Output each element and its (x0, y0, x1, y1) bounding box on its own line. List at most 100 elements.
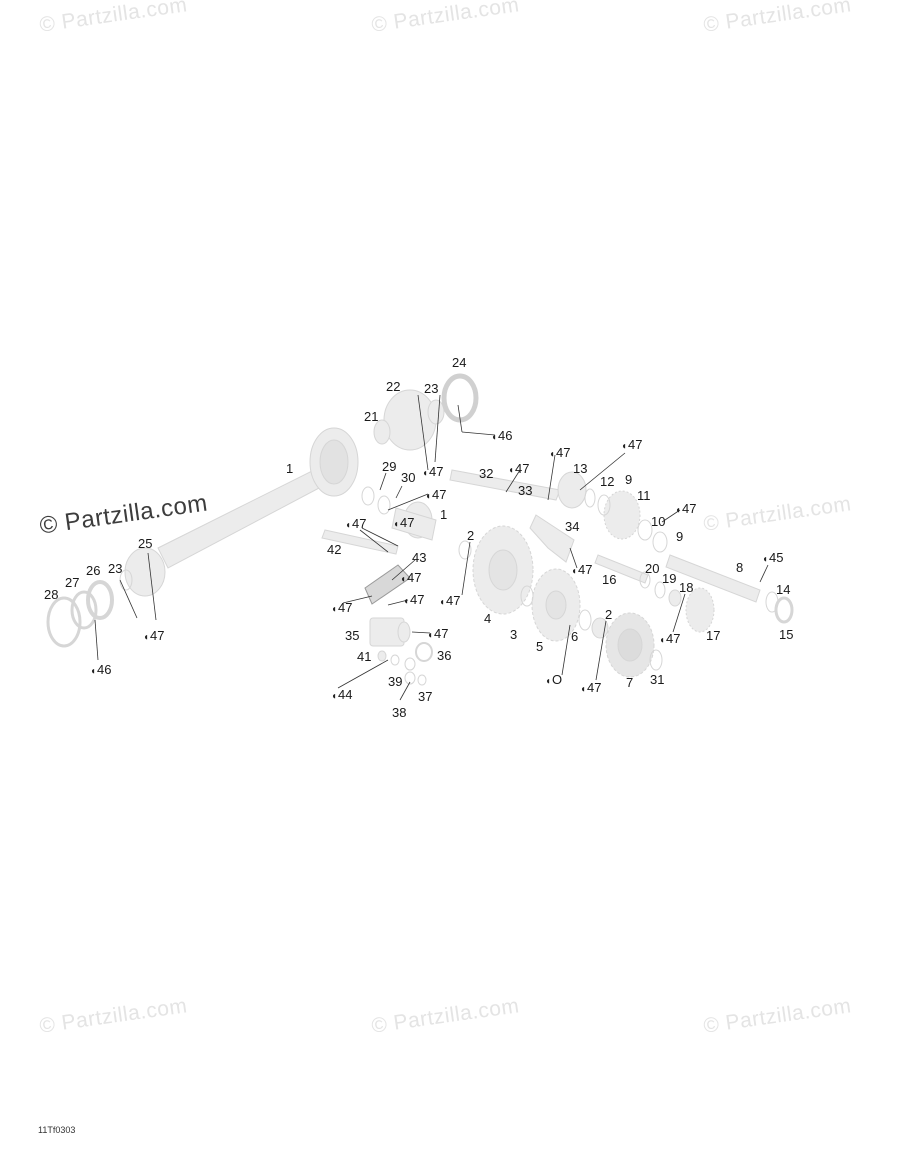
gear-7-part (605, 612, 655, 678)
fluid-callout-46-left: ◖46 (90, 662, 112, 677)
drop-icon: ◖ (762, 554, 769, 565)
washer-3-part (520, 585, 534, 607)
shift-fork-34-part (529, 514, 575, 563)
leader-lines (94, 394, 769, 701)
callout-22: 22 (386, 379, 401, 394)
fluid-callout-47-b: ◖47 (425, 487, 447, 502)
drop-icon: ◖ (571, 566, 578, 577)
drop-icon: ◖ (143, 632, 150, 643)
callout-4: 4 (484, 611, 492, 626)
callout-1: 1 (286, 461, 294, 476)
fluid-callout-47-f: ◖47 (621, 437, 643, 452)
drop-icon: ◖ (427, 630, 434, 641)
drop-icon: ◖ (549, 449, 556, 460)
fluid-callout-45: ◖45 (762, 550, 784, 565)
washer-31-part (649, 649, 663, 671)
gear-11-part (603, 490, 641, 540)
drop-icon: ◖ (403, 596, 410, 607)
drop-icon: ◖ (393, 519, 400, 530)
gear-4-part (472, 525, 534, 615)
fluid-callout-47-c: ◖47 (345, 516, 367, 531)
drop-icon: ◖ (508, 465, 515, 476)
fluid-callout-47-h: ◖47 (571, 562, 593, 577)
gear-1-lower-part (391, 501, 437, 541)
callout-2-upper: 2 (467, 528, 475, 543)
callout-29: 29 (382, 459, 397, 474)
callout-42: 42 (327, 542, 342, 557)
callout-12: 12 (600, 474, 615, 489)
drop-icon: ◖ (621, 441, 628, 452)
drop-icon: ◖ (90, 666, 97, 677)
callout-38: 38 (392, 705, 407, 720)
washer-2-part (458, 540, 472, 560)
washer-29-30-part (361, 486, 391, 515)
washer-18-19-20-part (639, 571, 682, 607)
callout-9: 9 (625, 472, 633, 487)
callout-11: 11 (637, 488, 651, 503)
figure-code: 11Tf0303 (38, 1125, 76, 1135)
callout-17: 17 (706, 628, 721, 643)
bearing-14-15-part (765, 591, 794, 624)
seal-26-27-part (70, 580, 114, 630)
fluid-callout-47-d: ◖47 (508, 461, 530, 476)
shaft-32-part (449, 469, 561, 501)
callout-31: 31 (650, 672, 665, 687)
drop-icon: ◖ (345, 520, 352, 531)
fluid-callout-47-p: ◖47 (400, 570, 422, 585)
small-parts-36-41-part (377, 642, 433, 686)
callout-8: 8 (736, 560, 744, 575)
callout-39: 39 (388, 674, 403, 689)
callout-5: 5 (536, 639, 544, 654)
callout-23: 23 (424, 381, 439, 396)
callout-34: 34 (565, 519, 580, 534)
fluid-callout-47-q: ◖47 (393, 515, 415, 530)
fluid-callout-47-k: ◖47 (331, 600, 353, 615)
bearing-22-part (373, 389, 445, 451)
callout-10: 10 (651, 514, 666, 529)
drop-icon: ◖ (580, 684, 587, 695)
fluid-callout-47-a: ◖47 (422, 464, 444, 479)
drop-icon: ◖ (331, 691, 338, 702)
drop-icon: ◖ (491, 432, 498, 443)
ring-28-part (46, 596, 82, 648)
fluid-callout-47-e: ◖47 (549, 445, 571, 460)
fluid-callout-47-m: ◖47 (143, 628, 165, 643)
fluid-callout-47-i: ◖47 (439, 593, 461, 608)
callout-15: 15 (779, 627, 794, 642)
callout-36: 36 (437, 648, 452, 663)
fluid-callout-47-j: ◖47 (403, 592, 425, 607)
fluid-callout-47-n: ◖47 (659, 631, 681, 646)
actuator-35-part (369, 617, 411, 647)
callout-27: 27 (65, 575, 80, 590)
washer-12-part (584, 488, 596, 508)
gear-13-part (557, 471, 587, 509)
fluid-callout-47-o: ◖47 (580, 680, 602, 695)
callout-3: 3 (510, 627, 518, 642)
callout-20: 20 (645, 561, 660, 576)
washer-9-10-part (597, 494, 668, 553)
callout-41: 41 (357, 649, 372, 664)
shaft-8-part (665, 554, 761, 603)
callout-21: 21 (364, 409, 379, 424)
callout-25: 25 (138, 536, 153, 551)
callout-43: 43 (412, 550, 427, 565)
callout-37: 37 (418, 689, 433, 704)
fluid-callout-47-l: ◖47 (427, 626, 449, 641)
drop-icon: ◖ (439, 597, 446, 608)
callout-32: 32 (479, 466, 494, 481)
callout-9-right: 9 (676, 529, 684, 544)
gear-17-part (685, 587, 715, 633)
fluid-callout-47-g: ◖47 (675, 501, 697, 516)
callout-23-left: 23 (108, 561, 123, 576)
callout-24: 24 (452, 355, 467, 370)
main-shaft-part (157, 427, 359, 569)
callout-7: 7 (626, 675, 634, 690)
shaft-16-part (594, 554, 649, 584)
drop-icon: ◖ (425, 491, 432, 502)
callout-2: 2 (605, 607, 613, 622)
drop-icon: ◖ (422, 468, 429, 479)
drop-icon: ◖ (545, 676, 552, 687)
callout-19: 19 (662, 571, 677, 586)
drop-icon: ◖ (675, 505, 682, 516)
fluid-callout-0: ◖O (545, 672, 563, 687)
